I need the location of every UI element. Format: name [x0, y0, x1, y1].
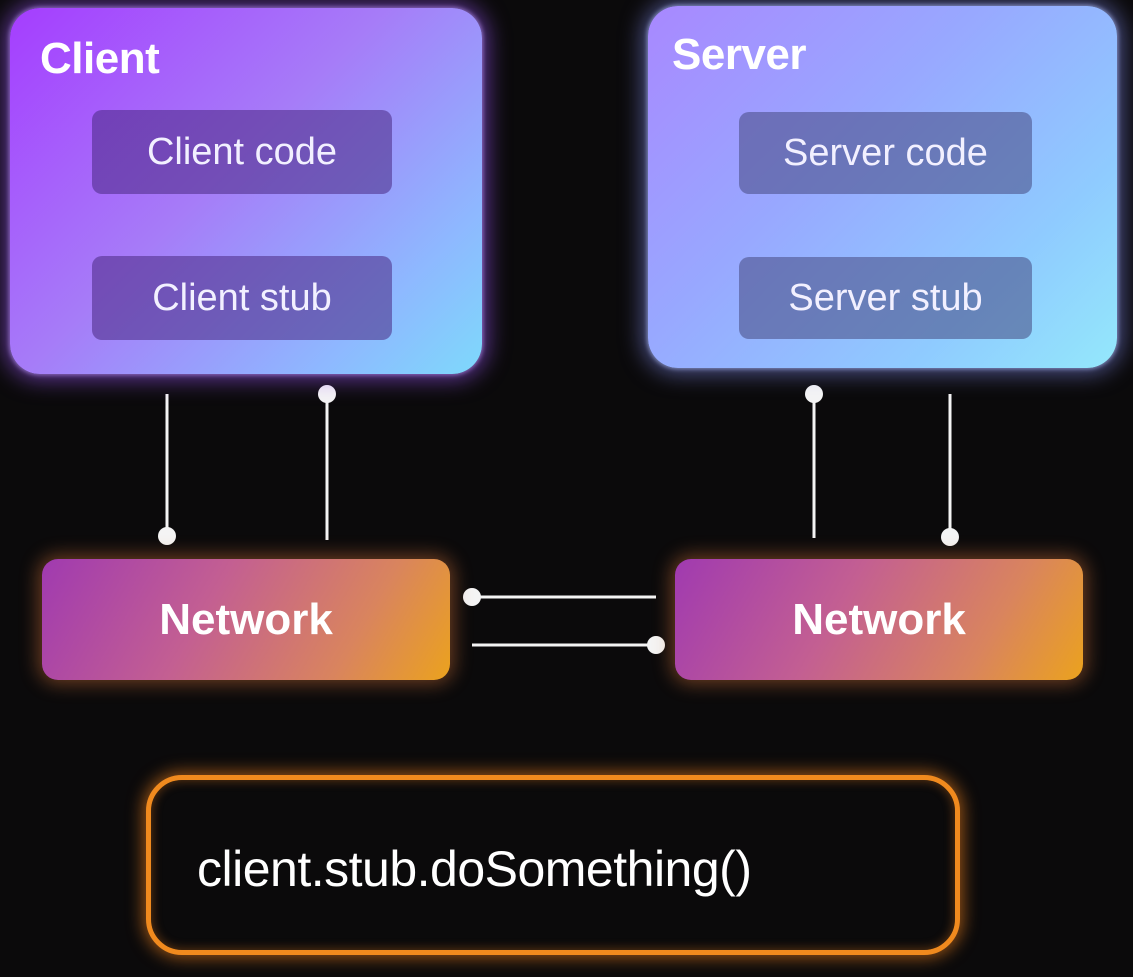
connector-network-right-to-left — [463, 588, 656, 606]
code-call-box: client.stub.doSomething() — [146, 775, 960, 955]
connector-network-to-server — [805, 385, 823, 538]
client-code-box: Client code — [92, 110, 392, 194]
client-title: Client — [40, 34, 160, 83]
network-left-label: Network — [159, 594, 333, 644]
network-box-left: Network — [42, 559, 450, 680]
server-stub-box: Server stub — [739, 257, 1032, 339]
connector-network-left-to-right — [472, 636, 665, 654]
connector-network-to-client — [318, 385, 336, 540]
client-stub-label: Client stub — [152, 276, 332, 319]
client-code-label: Client code — [146, 130, 338, 173]
server-panel: Server Server code Server stub — [648, 6, 1117, 368]
connector-client-to-network — [158, 394, 176, 545]
client-stub-box: Client stub — [92, 256, 392, 340]
server-code-box: Server code — [739, 112, 1032, 194]
network-box-right: Network — [675, 559, 1083, 680]
server-code-label: Server code — [783, 131, 988, 174]
connector-server-to-network — [941, 394, 959, 546]
client-panel: Client Client code Client stub — [10, 8, 482, 374]
network-right-label: Network — [792, 594, 966, 644]
server-title: Server — [672, 30, 807, 79]
server-stub-label: Server stub — [788, 276, 983, 319]
code-call-text: client.stub.doSomething() — [197, 841, 752, 897]
